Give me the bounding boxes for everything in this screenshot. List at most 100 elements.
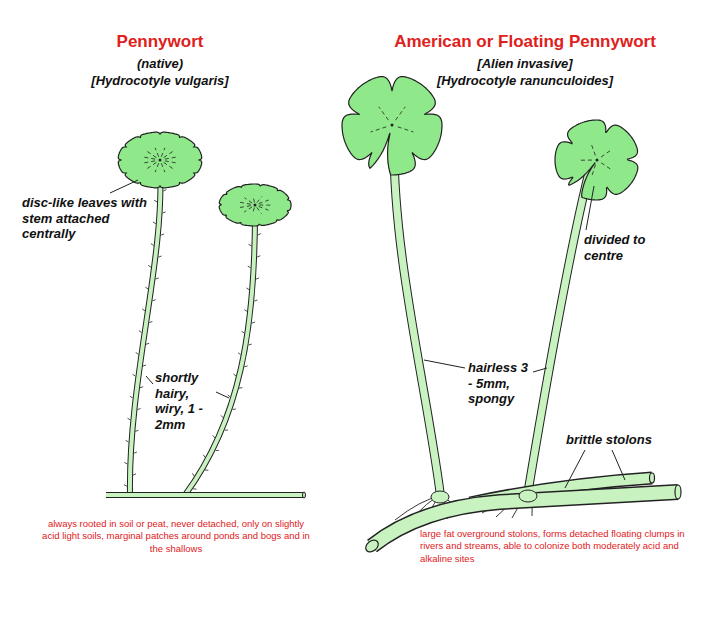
stem: [130, 168, 161, 495]
leaf-annotation: divided to centre: [584, 232, 648, 263]
leaf-vein: [601, 149, 612, 157]
leaf-vein: [161, 148, 165, 157]
stem-hair: [154, 200, 157, 202]
species-heading: American or Floating Pennywort: [394, 32, 656, 52]
stem-hair: [161, 234, 164, 235]
stem: [185, 212, 255, 495]
stem-hair: [249, 344, 252, 346]
stem-hair: [249, 244, 252, 246]
leaf-vein: [591, 143, 595, 155]
leaf-vein: [398, 127, 414, 132]
stem-hair: [213, 435, 215, 438]
stem-hair: [246, 288, 249, 290]
leaf-vein: [164, 151, 174, 158]
stem-hair: [152, 300, 155, 301]
leader-line: [424, 360, 465, 368]
stem-hair: [228, 395, 230, 397]
leaf-vein: [591, 165, 595, 178]
stem-hair: [140, 387, 143, 388]
leaf-vein: [165, 157, 178, 159]
leaf: [342, 77, 442, 175]
stem-hair: [142, 309, 145, 311]
stem-hair: [193, 488, 196, 489]
stem-hair: [128, 418, 131, 420]
leaf-centre: [254, 204, 257, 207]
leaf-vein: [161, 163, 165, 172]
stem-hair: [135, 430, 138, 431]
leaf: [555, 120, 638, 200]
stem-hair: [221, 415, 223, 417]
leaf-vein: [396, 107, 406, 120]
leaf-vein: [245, 198, 253, 203]
stem-hair: [149, 322, 152, 323]
latin-name: [Hydrocotyle vulgaris]: [91, 73, 228, 89]
stem-hair: [216, 450, 219, 451]
stem-hair: [252, 322, 255, 323]
species-heading: Pennywort: [117, 32, 204, 52]
stem-hair: [124, 462, 127, 464]
stem-hair: [205, 469, 208, 470]
leaf-vein: [601, 163, 612, 171]
stem-hair: [233, 374, 236, 376]
habitat-note: always rooted in soil or peat, never det…: [38, 518, 314, 555]
stem-hair: [242, 331, 245, 333]
stem-hair: [124, 485, 127, 486]
leaf-vein: [259, 205, 271, 206]
stem-hair: [225, 429, 228, 430]
leaf: [219, 184, 291, 226]
stem-hair: [158, 256, 161, 257]
leaf-vein: [252, 207, 254, 214]
leaf-annotation: disc-like leaves with stem attached cent…: [22, 195, 150, 242]
stem-hair: [163, 190, 166, 191]
stem-hair: [143, 365, 146, 366]
leaf-vein: [155, 148, 159, 157]
stem-hair: [254, 300, 257, 301]
stem-hair: [238, 353, 241, 355]
stem-hair: [137, 408, 140, 409]
leaf-vein: [379, 107, 389, 120]
leaf-centre: [159, 159, 162, 162]
stem-hair: [146, 343, 149, 344]
leaf-vein: [155, 163, 159, 172]
stem-outline: [394, 135, 440, 492]
stem-hair: [130, 396, 133, 398]
stem-hair: [244, 365, 247, 367]
status-note: [Alien invasive]: [477, 56, 572, 72]
stem-outline: [185, 212, 255, 495]
stem-hair: [258, 234, 261, 235]
stolon-end: [363, 538, 380, 555]
leaf-vein: [239, 206, 250, 208]
stolon-node: [431, 491, 449, 503]
stem-hair: [257, 256, 260, 257]
leaf-vein: [142, 161, 155, 163]
leaf-vein: [165, 161, 178, 163]
stem-hair: [136, 352, 139, 354]
stem-hair: [151, 244, 154, 246]
leader-line: [533, 368, 547, 372]
stolon-end: [650, 473, 655, 483]
stem-hair: [156, 278, 159, 279]
habitat-note: large fat overground stolons, forms deta…: [420, 528, 700, 565]
stolon-outline: [106, 492, 304, 498]
stem-hair: [163, 212, 166, 213]
latin-name: [Hydrocotyle ranunculoides]: [437, 73, 613, 89]
stolon-end: [303, 492, 306, 498]
leaf-vein: [253, 196, 255, 203]
stem-hair: [192, 473, 194, 476]
leaf-vein: [578, 160, 592, 161]
leaf: [118, 132, 201, 188]
leaf-vein: [371, 127, 387, 132]
leader-line: [612, 450, 625, 480]
leader-line: [146, 376, 153, 384]
stem-hair: [133, 474, 136, 475]
leaf-vein: [257, 207, 262, 213]
stolon-end: [675, 485, 681, 499]
leaf-centre: [596, 159, 599, 162]
stem-hair: [133, 374, 136, 376]
stem-hair: [148, 265, 151, 267]
status-note: (native): [137, 56, 183, 72]
leader-line: [586, 186, 594, 230]
stem: [394, 135, 440, 492]
leaf-vein: [142, 157, 155, 159]
leaf-vein: [147, 151, 157, 158]
